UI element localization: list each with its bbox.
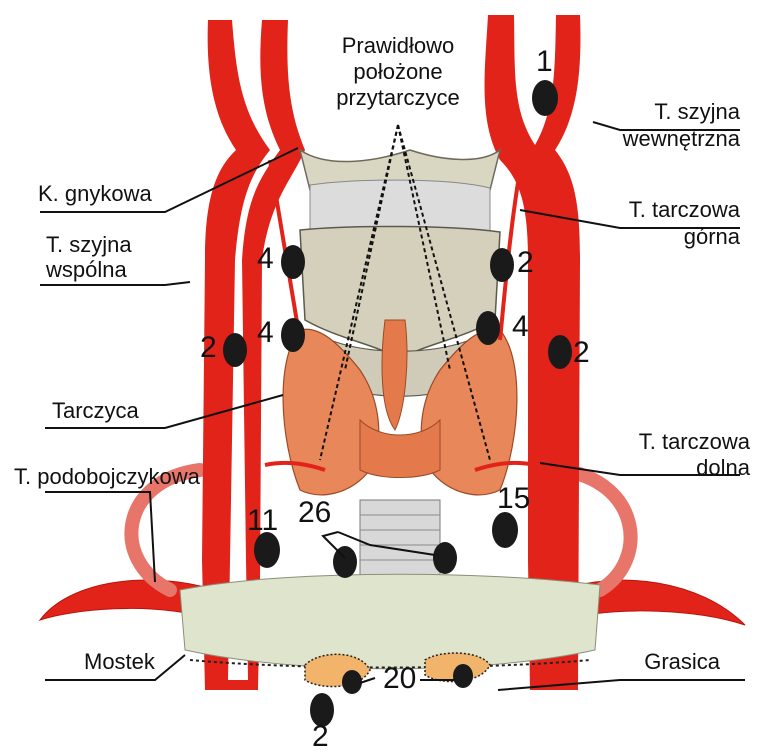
sternum-label: Mostek: [84, 650, 155, 674]
hyoid-label: K. gnykowa: [38, 182, 152, 206]
pyramidal-lobe: [382, 320, 407, 430]
sternum: [180, 574, 600, 668]
internal-carotid-label-1: T. szyjna: [600, 100, 740, 124]
parathyroid-gland-15: [492, 512, 518, 548]
number-2-right-upper: 2: [517, 248, 534, 278]
inferior-thyroid-label-1: T. tarczowa: [600, 430, 750, 454]
number-2-right: 2: [573, 338, 590, 368]
parathyroid-gland-20-right: [453, 664, 473, 688]
parathyroid-gland-1: [532, 80, 558, 116]
number-11: 11: [247, 506, 278, 536]
number-26: 26: [298, 498, 331, 528]
number-4-lower-left: 4: [257, 318, 274, 348]
parathyroid-gland-4-lower-left: [281, 318, 305, 352]
parathyroid-gland-20-left: [342, 670, 362, 694]
superior-thyroid-label-2: górna: [600, 225, 740, 249]
thyroid-isthmus: [360, 420, 440, 478]
parathyroid-gland-4-lower-right: [476, 311, 500, 345]
superior-thyroid-label-1: T. tarczowa: [600, 198, 740, 222]
parathyroid-gland-11: [254, 532, 280, 568]
internal-carotid-label-2: wewnętrzna: [600, 127, 740, 151]
thyroid-label: Tarczyca: [52, 399, 139, 423]
trachea: [360, 500, 440, 580]
number-2-left: 2: [200, 333, 217, 363]
number-20: 20: [383, 664, 416, 694]
parathyroid-gland-2-right-upper: [490, 248, 514, 282]
parathyroid-gland-2-left: [223, 333, 247, 367]
parathyroid-gland-4-upper: [281, 245, 305, 279]
parathyroid-gland-2-right: [548, 335, 572, 369]
title-line-2: położone: [318, 60, 478, 84]
number-15: 15: [497, 484, 530, 514]
common-carotid-label-1: T. szyjna: [46, 233, 132, 257]
number-4-upper: 4: [257, 244, 274, 274]
title-line-3: przytarczyce: [318, 86, 478, 110]
subclavian-label: T. podobojczykowa: [14, 465, 200, 489]
number-2-bottom: 2: [312, 722, 329, 752]
title-line-1: Prawidłowo: [318, 34, 478, 58]
inferior-thyroid-label-2: dolna: [600, 456, 750, 480]
thymus-label: Grasica: [590, 650, 720, 674]
common-carotid-label-2: wspólna: [46, 258, 127, 282]
number-1: 1: [536, 47, 553, 77]
number-4-lower-right: 4: [512, 312, 529, 342]
parathyroid-gland-26-right: [433, 542, 457, 574]
